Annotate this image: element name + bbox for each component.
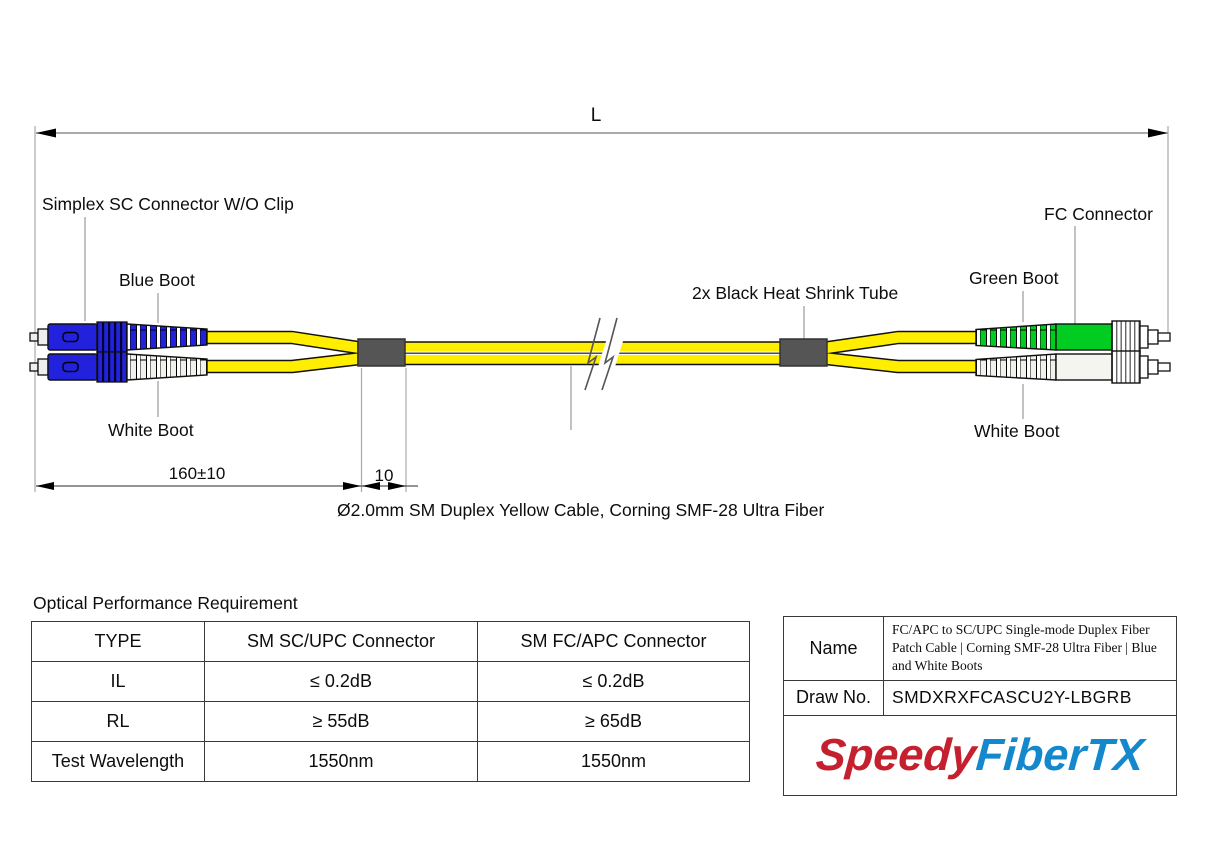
title-block-name-row: Name FC/APC to SC/UPC Single-mode Duplex… — [783, 616, 1177, 681]
dim160-arrow-left — [36, 482, 54, 490]
cell-rl-sc: ≥ 55dB — [204, 701, 478, 742]
cell-il-type: IL — [31, 661, 205, 702]
table-row-rl: RL ≥ 55dB ≥ 65dB — [31, 701, 750, 742]
header-type: TYPE — [31, 621, 205, 662]
label-white-boot-left: White Boot — [108, 420, 194, 440]
sc-connector-bottom — [29, 351, 208, 383]
logo-speedy: Speedy — [814, 729, 979, 781]
sc-top-ferrule-base — [37, 328, 49, 346]
fc-top-ferrule — [1157, 332, 1171, 342]
logo-fibertx: FiberTX — [974, 729, 1146, 781]
sc-bottom-ferrule-tip — [29, 362, 39, 372]
table-row-wavelength: Test Wavelength 1550nm 1550nm — [31, 741, 750, 782]
cell-wavelength-fc: 1550nm — [477, 741, 750, 782]
draw-no-value: SMDXRXFCASCU2Y-LBGRB — [883, 679, 1177, 716]
cell-rl-fc: ≥ 65dB — [477, 701, 750, 742]
sc-top-body-slot — [62, 331, 79, 343]
dimension-160: 160±10 — [168, 464, 226, 483]
table-row-il: IL ≤ 0.2dB ≤ 0.2dB — [31, 661, 750, 702]
performance-table: TYPE SM SC/UPC Connector SM FC/APC Conne… — [31, 621, 750, 782]
cell-rl-type: RL — [31, 701, 205, 742]
title-block-logo-row: SpeedyFiberTX — [783, 714, 1177, 796]
heat-shrink-tube-1 — [357, 338, 406, 367]
sc-bottom-ferrule-base — [37, 358, 49, 376]
label-heat-shrink: 2x Black Heat Shrink Tube — [692, 283, 899, 303]
fc-top-knurl-nut — [1111, 320, 1141, 354]
header-fc-apc: SM FC/APC Connector — [477, 621, 750, 662]
cell-il-fc: ≤ 0.2dB — [477, 661, 750, 702]
title-block: Name FC/APC to SC/UPC Single-mode Duplex… — [783, 616, 1177, 796]
cable-assembly-drawing — [29, 126, 1171, 492]
dim-arrow-left — [36, 128, 56, 138]
fc-bottom-ferrule — [1157, 362, 1171, 372]
cell-wavelength-sc: 1550nm — [204, 741, 478, 782]
performance-header-row: TYPE SM SC/UPC Connector SM FC/APC Conne… — [31, 621, 750, 662]
cable-right-bottom — [823, 353, 978, 372]
dim-arrow-right — [1148, 128, 1168, 138]
cell-il-sc: ≤ 0.2dB — [204, 661, 478, 702]
header-sc-upc: SM SC/UPC Connector — [204, 621, 478, 662]
cable-left-bottom — [200, 353, 363, 372]
sc-connector-top — [29, 321, 208, 353]
break-symbol-mask — [590, 316, 631, 392]
sc-bottom-boot-white — [126, 353, 208, 381]
fc-bottom-knurl-nut — [1111, 350, 1141, 384]
label-green-boot: Green Boot — [969, 268, 1059, 288]
draw-no-label: Draw No. — [783, 679, 884, 716]
sc-top-collar — [96, 321, 128, 353]
heat-shrink-tube-2 — [779, 338, 828, 367]
fc-bottom-body — [1055, 353, 1113, 381]
cell-wavelength-type: Test Wavelength — [31, 741, 205, 782]
name-label: Name — [783, 616, 884, 681]
fc-top-boot-green — [975, 323, 1057, 351]
fc-bottom-flange — [1139, 355, 1149, 379]
label-sc-connector: Simplex SC Connector W/O Clip — [42, 194, 294, 214]
fc-top-key — [1147, 329, 1159, 345]
label-fc-connector: FC Connector — [1044, 204, 1153, 224]
fc-bottom-boot-white — [975, 353, 1057, 381]
sc-bottom-body — [47, 353, 98, 381]
cable-note: Ø2.0mm SM Duplex Yellow Cable, Corning S… — [337, 500, 825, 520]
dim10-arrow-left — [362, 482, 380, 490]
performance-table-title: Optical Performance Requirement — [33, 593, 298, 613]
sc-bottom-body-slot — [62, 361, 79, 373]
break-symbol-line-2 — [601, 317, 618, 391]
sc-top-boot-blue — [126, 323, 208, 351]
cable-left-top — [200, 332, 363, 354]
label-blue-boot: Blue Boot — [119, 270, 195, 290]
logo-cell: SpeedyFiberTX — [783, 714, 1177, 796]
fc-connector-top — [975, 320, 1171, 354]
name-value: FC/APC to SC/UPC Single-mode Duplex Fibe… — [883, 616, 1177, 681]
sc-bottom-collar — [96, 351, 128, 383]
dim160-arrow-right — [343, 482, 361, 490]
speedyfibertx-logo: SpeedyFiberTX — [814, 729, 1145, 781]
title-block-drawno-row: Draw No. SMDXRXFCASCU2Y-LBGRB — [783, 679, 1177, 716]
sc-top-ferrule-tip — [29, 332, 39, 342]
fc-connector-bottom — [975, 350, 1171, 384]
dim10-arrow-right — [388, 482, 406, 490]
break-symbol-line-1 — [584, 317, 601, 391]
cable-right-top — [823, 332, 978, 354]
label-white-boot-right: White Boot — [974, 421, 1060, 441]
dimension-10: 10 — [374, 466, 394, 485]
sc-top-body — [47, 323, 98, 351]
fc-top-flange — [1139, 325, 1149, 349]
fc-bottom-key — [1147, 359, 1159, 375]
fc-top-body — [1055, 323, 1113, 351]
length-dimension-label: L — [590, 105, 602, 126]
